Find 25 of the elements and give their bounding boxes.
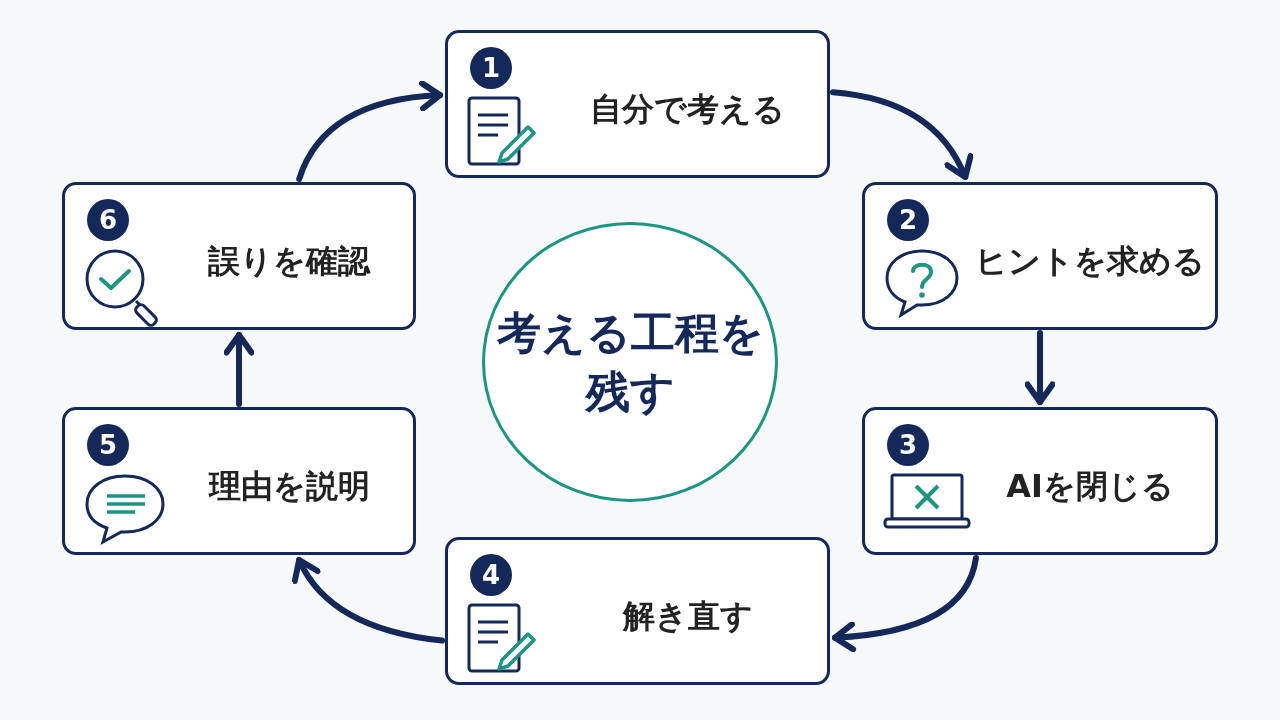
step-label: 解き直す bbox=[621, 596, 754, 637]
step-number-badge: 5 bbox=[87, 424, 129, 466]
arrow bbox=[830, 89, 973, 180]
arrow bbox=[1024, 330, 1056, 405]
step-number-badge: 2 bbox=[887, 199, 929, 241]
step-box bbox=[445, 537, 830, 685]
step-number-badge: 4 bbox=[470, 554, 512, 596]
step-box bbox=[445, 30, 830, 178]
step-box bbox=[62, 407, 416, 555]
step-number-badge: 6 bbox=[87, 199, 129, 241]
step-label: 自分で考える bbox=[589, 89, 786, 130]
arrow bbox=[832, 555, 979, 652]
step-box bbox=[62, 182, 416, 330]
center-title: 考える工程を残す bbox=[495, 305, 765, 419]
step-label: 誤りを確認 bbox=[207, 241, 372, 282]
step-box bbox=[862, 407, 1218, 555]
arrow bbox=[296, 80, 443, 182]
step-number-badge: 3 bbox=[887, 424, 929, 466]
arrow bbox=[292, 557, 445, 644]
step-label: 理由を説明 bbox=[207, 466, 371, 507]
step-label: ヒントを求める bbox=[974, 241, 1206, 282]
arrow bbox=[223, 332, 255, 407]
step-label: AIを閉じる bbox=[1005, 466, 1175, 507]
step-number-badge: 1 bbox=[470, 47, 512, 89]
step-box bbox=[862, 182, 1218, 330]
